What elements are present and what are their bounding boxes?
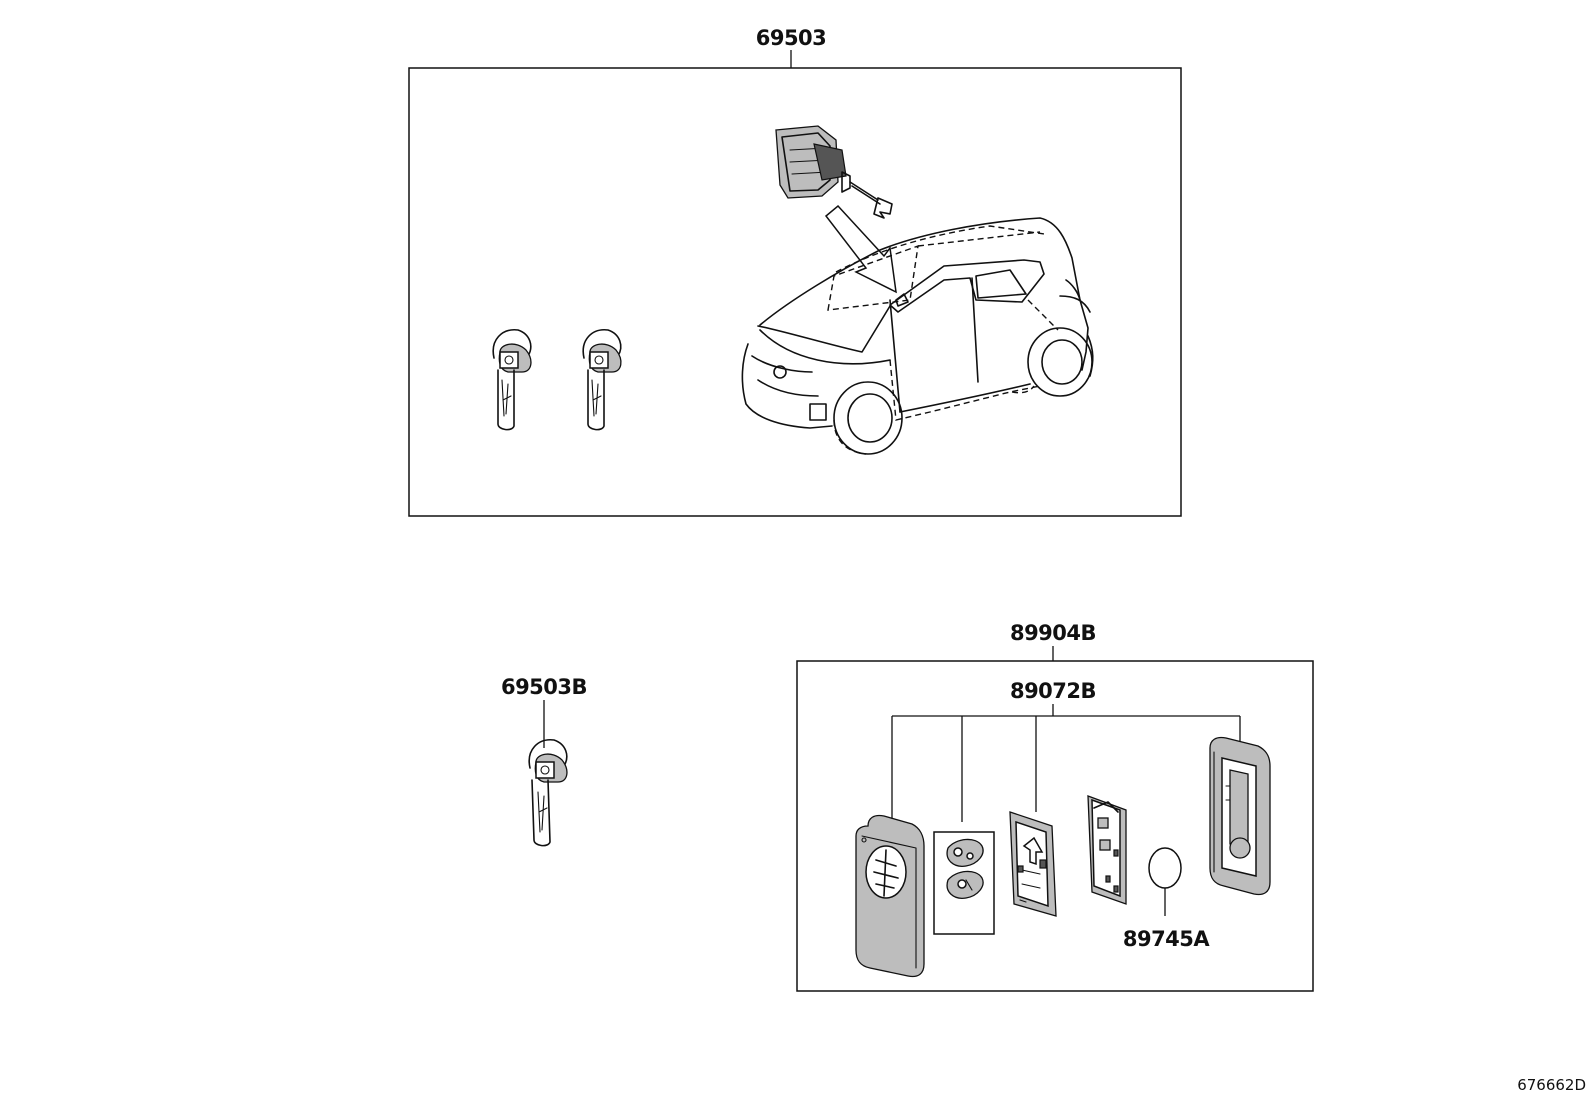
key-blank-drawing[interactable]: [528, 739, 568, 847]
key-blank-group: 69503B: [501, 675, 588, 847]
install-arrow: [824, 204, 897, 294]
key-1-drawing[interactable]: [492, 329, 532, 431]
part-label-battery[interactable]: 89745A: [1123, 927, 1211, 951]
part-label-lock-set[interactable]: 69503: [756, 26, 827, 50]
part-label-remote-case[interactable]: 89072B: [1010, 679, 1097, 703]
lock-cylinder-set-group: 69503: [408, 26, 1182, 517]
remote-back-case-drawing[interactable]: [1209, 736, 1271, 896]
leader-remote-case: [891, 704, 1241, 836]
part-label-remote-set[interactable]: 89904B: [1010, 621, 1097, 645]
remote-set-group: 89904B 89072B: [796, 621, 1314, 992]
remote-circuit-holder-drawing[interactable]: [1009, 811, 1057, 917]
remote-electronic-module-drawing[interactable]: [1087, 795, 1127, 905]
vehicle-drawing: [741, 217, 1094, 455]
figure-id: 676662D: [1517, 1076, 1586, 1094]
remote-button-pad-drawing[interactable]: [933, 831, 995, 935]
battery-drawing[interactable]: [1148, 847, 1182, 916]
lock-set-frame: [408, 67, 1182, 517]
remote-set-frame: [796, 660, 1314, 992]
remote-front-cover-drawing[interactable]: [855, 814, 925, 978]
key-2-drawing[interactable]: [582, 329, 622, 431]
part-label-key-blank[interactable]: 69503B: [501, 675, 588, 699]
ignition-switch-drawing[interactable]: [775, 125, 893, 219]
